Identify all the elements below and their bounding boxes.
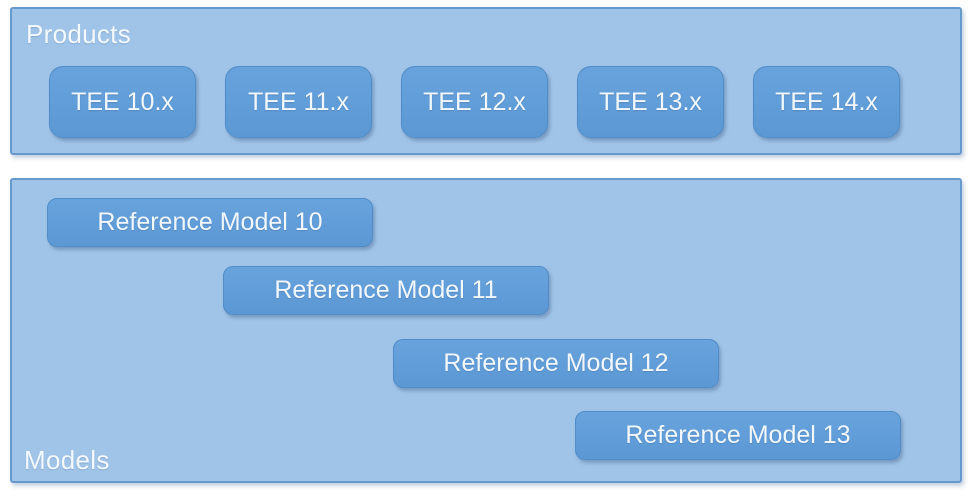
model-box-reference-model-11: Reference Model 11 [223,266,549,315]
products-panel-label: Products [26,19,132,49]
models-panel-label: Models [24,445,110,475]
product-box-tee-13x: TEE 13.x [577,66,724,138]
product-box-tee-11x: TEE 11.x [225,66,372,138]
model-box-reference-model-13: Reference Model 13 [575,411,901,460]
model-box-reference-model-12: Reference Model 12 [393,339,719,388]
product-box-tee-14x: TEE 14.x [753,66,900,138]
product-box-tee-12x: TEE 12.x [401,66,548,138]
model-box-reference-model-10: Reference Model 10 [47,198,373,247]
models-panel: Reference Model 10 Reference Model 11 Re… [10,178,962,483]
product-box-tee-10x: TEE 10.x [49,66,196,138]
products-panel: Products TEE 10.x TEE 11.x TEE 12.x TEE … [10,7,962,155]
